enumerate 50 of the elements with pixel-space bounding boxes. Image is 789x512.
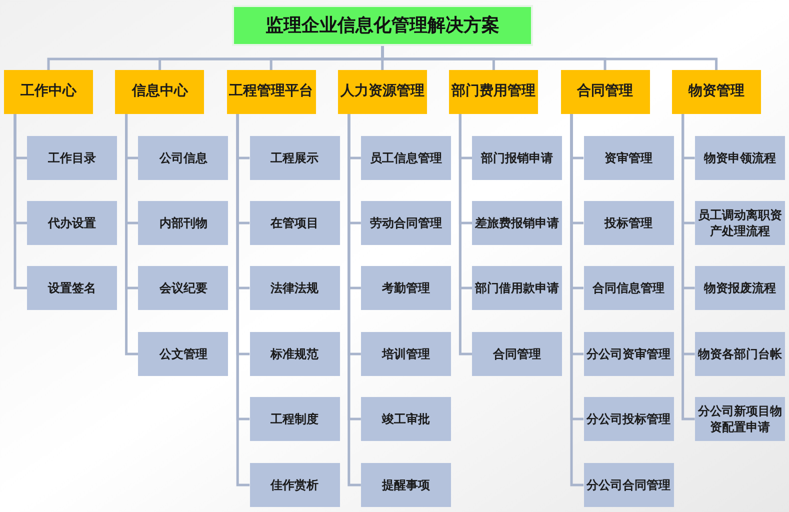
item-box: 公司信息: [138, 136, 228, 180]
item-box: 设置签名: [27, 266, 117, 310]
connector-line: [570, 114, 584, 486]
item-box: 会议纪要: [138, 266, 228, 310]
category-box: 物资管理: [672, 70, 761, 114]
item-box: 分公司资审管理: [584, 332, 674, 376]
connector-line: [682, 114, 695, 420]
item-box: 工作目录: [27, 136, 117, 180]
item-box: 分公司合同管理: [584, 463, 674, 507]
item-box: 代办设置: [27, 201, 117, 245]
connector-line: [125, 114, 138, 356]
item-box: 合同信息管理: [584, 266, 674, 310]
item-box: 工程展示: [250, 136, 340, 180]
item-box: 投标管理: [584, 201, 674, 245]
item-box: 分公司投标管理: [584, 397, 674, 441]
item-box: 物资各部门台帐: [694, 332, 785, 376]
category-box: 人力资源管理: [338, 70, 427, 114]
item-box: 物资申领流程: [694, 136, 785, 180]
item-box: 竣工审批: [360, 397, 451, 441]
item-box: 培训管理: [360, 332, 451, 376]
item-box: 法律法规: [250, 266, 340, 310]
item-box: 资审管理: [584, 136, 674, 180]
item-box: 佳作赏析: [250, 463, 340, 507]
connector-line: [14, 114, 27, 290]
category-box: 部门费用管理: [449, 70, 538, 114]
item-box: 差旅费报销申请: [472, 201, 562, 245]
category-box: 信息中心: [115, 70, 204, 114]
item-box: 物资报废流程: [694, 266, 785, 310]
item-box: 员工调动离职资产处理流程: [694, 201, 785, 245]
connector-line: [381, 46, 718, 70]
category-box: 合同管理: [560, 70, 650, 114]
item-box: 部门报销申请: [472, 136, 562, 180]
connector-line: [458, 114, 472, 356]
item-box: 工程制度: [250, 397, 340, 441]
item-box: 提醒事项: [360, 463, 451, 507]
category-box: 工程管理平台: [226, 70, 316, 114]
title-box: 监理企业信息化管理解决方案: [232, 5, 533, 46]
item-box: 标准规范: [250, 332, 340, 376]
item-box: 劳动合同管理: [360, 201, 451, 245]
connector-line: [236, 114, 250, 486]
item-box: 内部刊物: [138, 201, 228, 245]
item-box: 公文管理: [138, 332, 228, 376]
category-box: 工作中心: [4, 70, 93, 114]
connector-line: [348, 114, 361, 486]
item-box: 分公司新项目物资配置申请: [694, 397, 785, 441]
item-box: 员工信息管理: [360, 136, 451, 180]
item-box: 在管项目: [250, 201, 340, 245]
item-box: 部门借用款申请: [472, 266, 562, 310]
item-box: 考勤管理: [360, 266, 451, 310]
item-box: 合同管理: [472, 332, 562, 376]
